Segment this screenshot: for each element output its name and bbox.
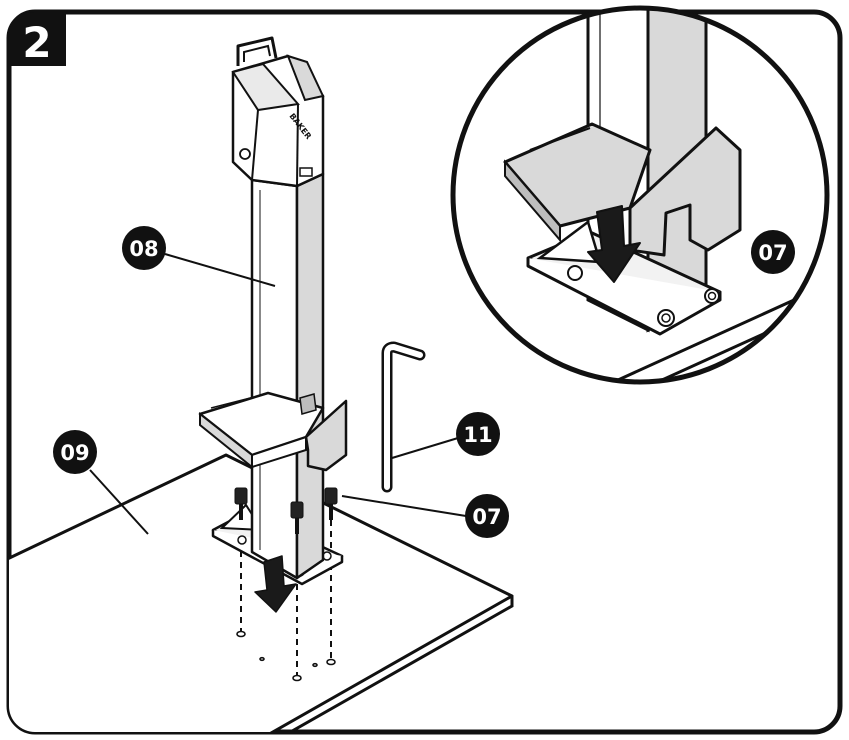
callout-08: 08	[122, 226, 166, 270]
detail-view	[450, 5, 830, 385]
bolt-left	[234, 487, 248, 520]
down-arrow-icon	[254, 555, 297, 613]
callout-07-label: 07	[472, 505, 501, 529]
callout-09-label: 09	[60, 441, 89, 465]
callout-07: 07	[465, 494, 509, 538]
callout-09: 09	[53, 430, 97, 474]
bolt-middle	[290, 501, 304, 534]
step-badge: 2	[9, 12, 66, 67]
callout-08-label: 08	[129, 237, 158, 261]
callout-11: 11	[456, 412, 500, 456]
post: BAKER	[231, 36, 325, 580]
callout-07-detail: 07	[751, 230, 795, 274]
step-number: 2	[22, 18, 51, 67]
hex-key	[381, 341, 426, 493]
slide-bracket	[198, 391, 348, 472]
callout-07-detail-label: 07	[758, 241, 787, 265]
callout-11-label: 11	[463, 423, 492, 447]
floor-plate	[9, 453, 514, 732]
bolts	[234, 487, 338, 534]
floor-holes	[236, 630, 336, 682]
bolt-right	[324, 487, 338, 520]
